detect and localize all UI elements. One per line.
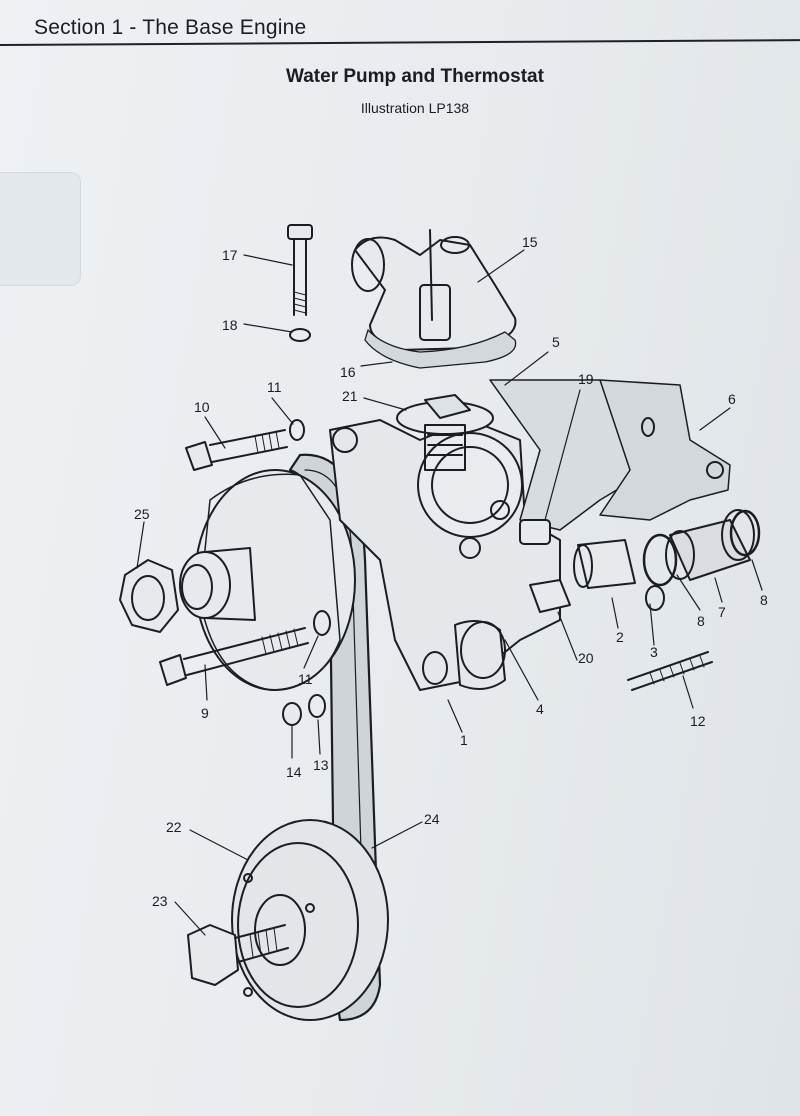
leader-lines — [136, 249, 763, 936]
section-header: Section 1 - The Base Engine — [34, 16, 307, 39]
callout-20: 20 — [578, 650, 594, 666]
washer-11-lower — [313, 610, 331, 636]
hose-fitting-7 — [665, 509, 755, 581]
gasket-16 — [364, 329, 517, 369]
callout-8-a: 8 — [697, 613, 705, 629]
plug-19 — [519, 519, 551, 545]
washer-18 — [289, 328, 311, 342]
callout-19: 19 — [578, 371, 594, 387]
washer-11-upper — [289, 419, 305, 441]
callout-17: 17 — [222, 247, 238, 263]
callout-4: 4 — [536, 701, 544, 717]
callout-16: 16 — [340, 364, 356, 380]
callout-1: 1 — [460, 732, 468, 748]
pump-inlet-boss — [179, 547, 256, 621]
callout-2: 2 — [616, 629, 624, 645]
callout-8-b: 8 — [760, 592, 768, 608]
thermostat — [396, 394, 494, 471]
callout-7: 7 — [718, 604, 726, 620]
callout-13: 13 — [313, 757, 329, 773]
callout-15: 15 — [522, 234, 538, 250]
page-title: Water Pump and Thermostat — [286, 66, 544, 87]
clip-3 — [645, 585, 665, 611]
plug-20 — [529, 579, 571, 613]
pulley-22 — [231, 819, 389, 1021]
callout-14: 14 — [286, 764, 302, 780]
illustration-reference: Illustration LP138 — [360, 100, 470, 116]
callout-labels: 1 2 3 4 5 6 7 8 8 9 10 11 11 12 13 14 15… — [134, 234, 768, 909]
page-tab-shadow — [0, 172, 81, 286]
nut-25 — [119, 559, 179, 633]
bolt-10 — [185, 429, 288, 471]
callout-24: 24 — [424, 811, 440, 827]
callout-3: 3 — [650, 644, 658, 660]
nut-14 — [282, 702, 302, 726]
o-ring-8-b — [729, 509, 761, 557]
callout-22: 22 — [166, 819, 182, 835]
bolt-17 — [287, 224, 313, 316]
callout-9: 9 — [201, 705, 209, 721]
callout-10: 10 — [194, 399, 210, 415]
callout-11-upper: 11 — [267, 379, 282, 395]
callout-11-lower: 11 — [298, 671, 313, 687]
bolt-9 — [159, 627, 309, 686]
thermostat-housing — [351, 229, 517, 351]
callout-23: 23 — [152, 893, 168, 909]
callout-18: 18 — [222, 317, 238, 333]
o-ring-8-a — [642, 533, 678, 587]
pipe-2 — [573, 539, 636, 589]
callout-5: 5 — [552, 334, 560, 350]
stud-12 — [627, 651, 713, 691]
water-pump-body — [194, 419, 561, 691]
callout-12: 12 — [690, 713, 706, 729]
bolt-23 — [187, 924, 289, 986]
gasket-bracket — [489, 379, 731, 531]
washer-13 — [308, 694, 326, 718]
callout-6: 6 — [728, 391, 736, 407]
callout-25: 25 — [134, 506, 150, 522]
callout-21: 21 — [342, 388, 358, 404]
